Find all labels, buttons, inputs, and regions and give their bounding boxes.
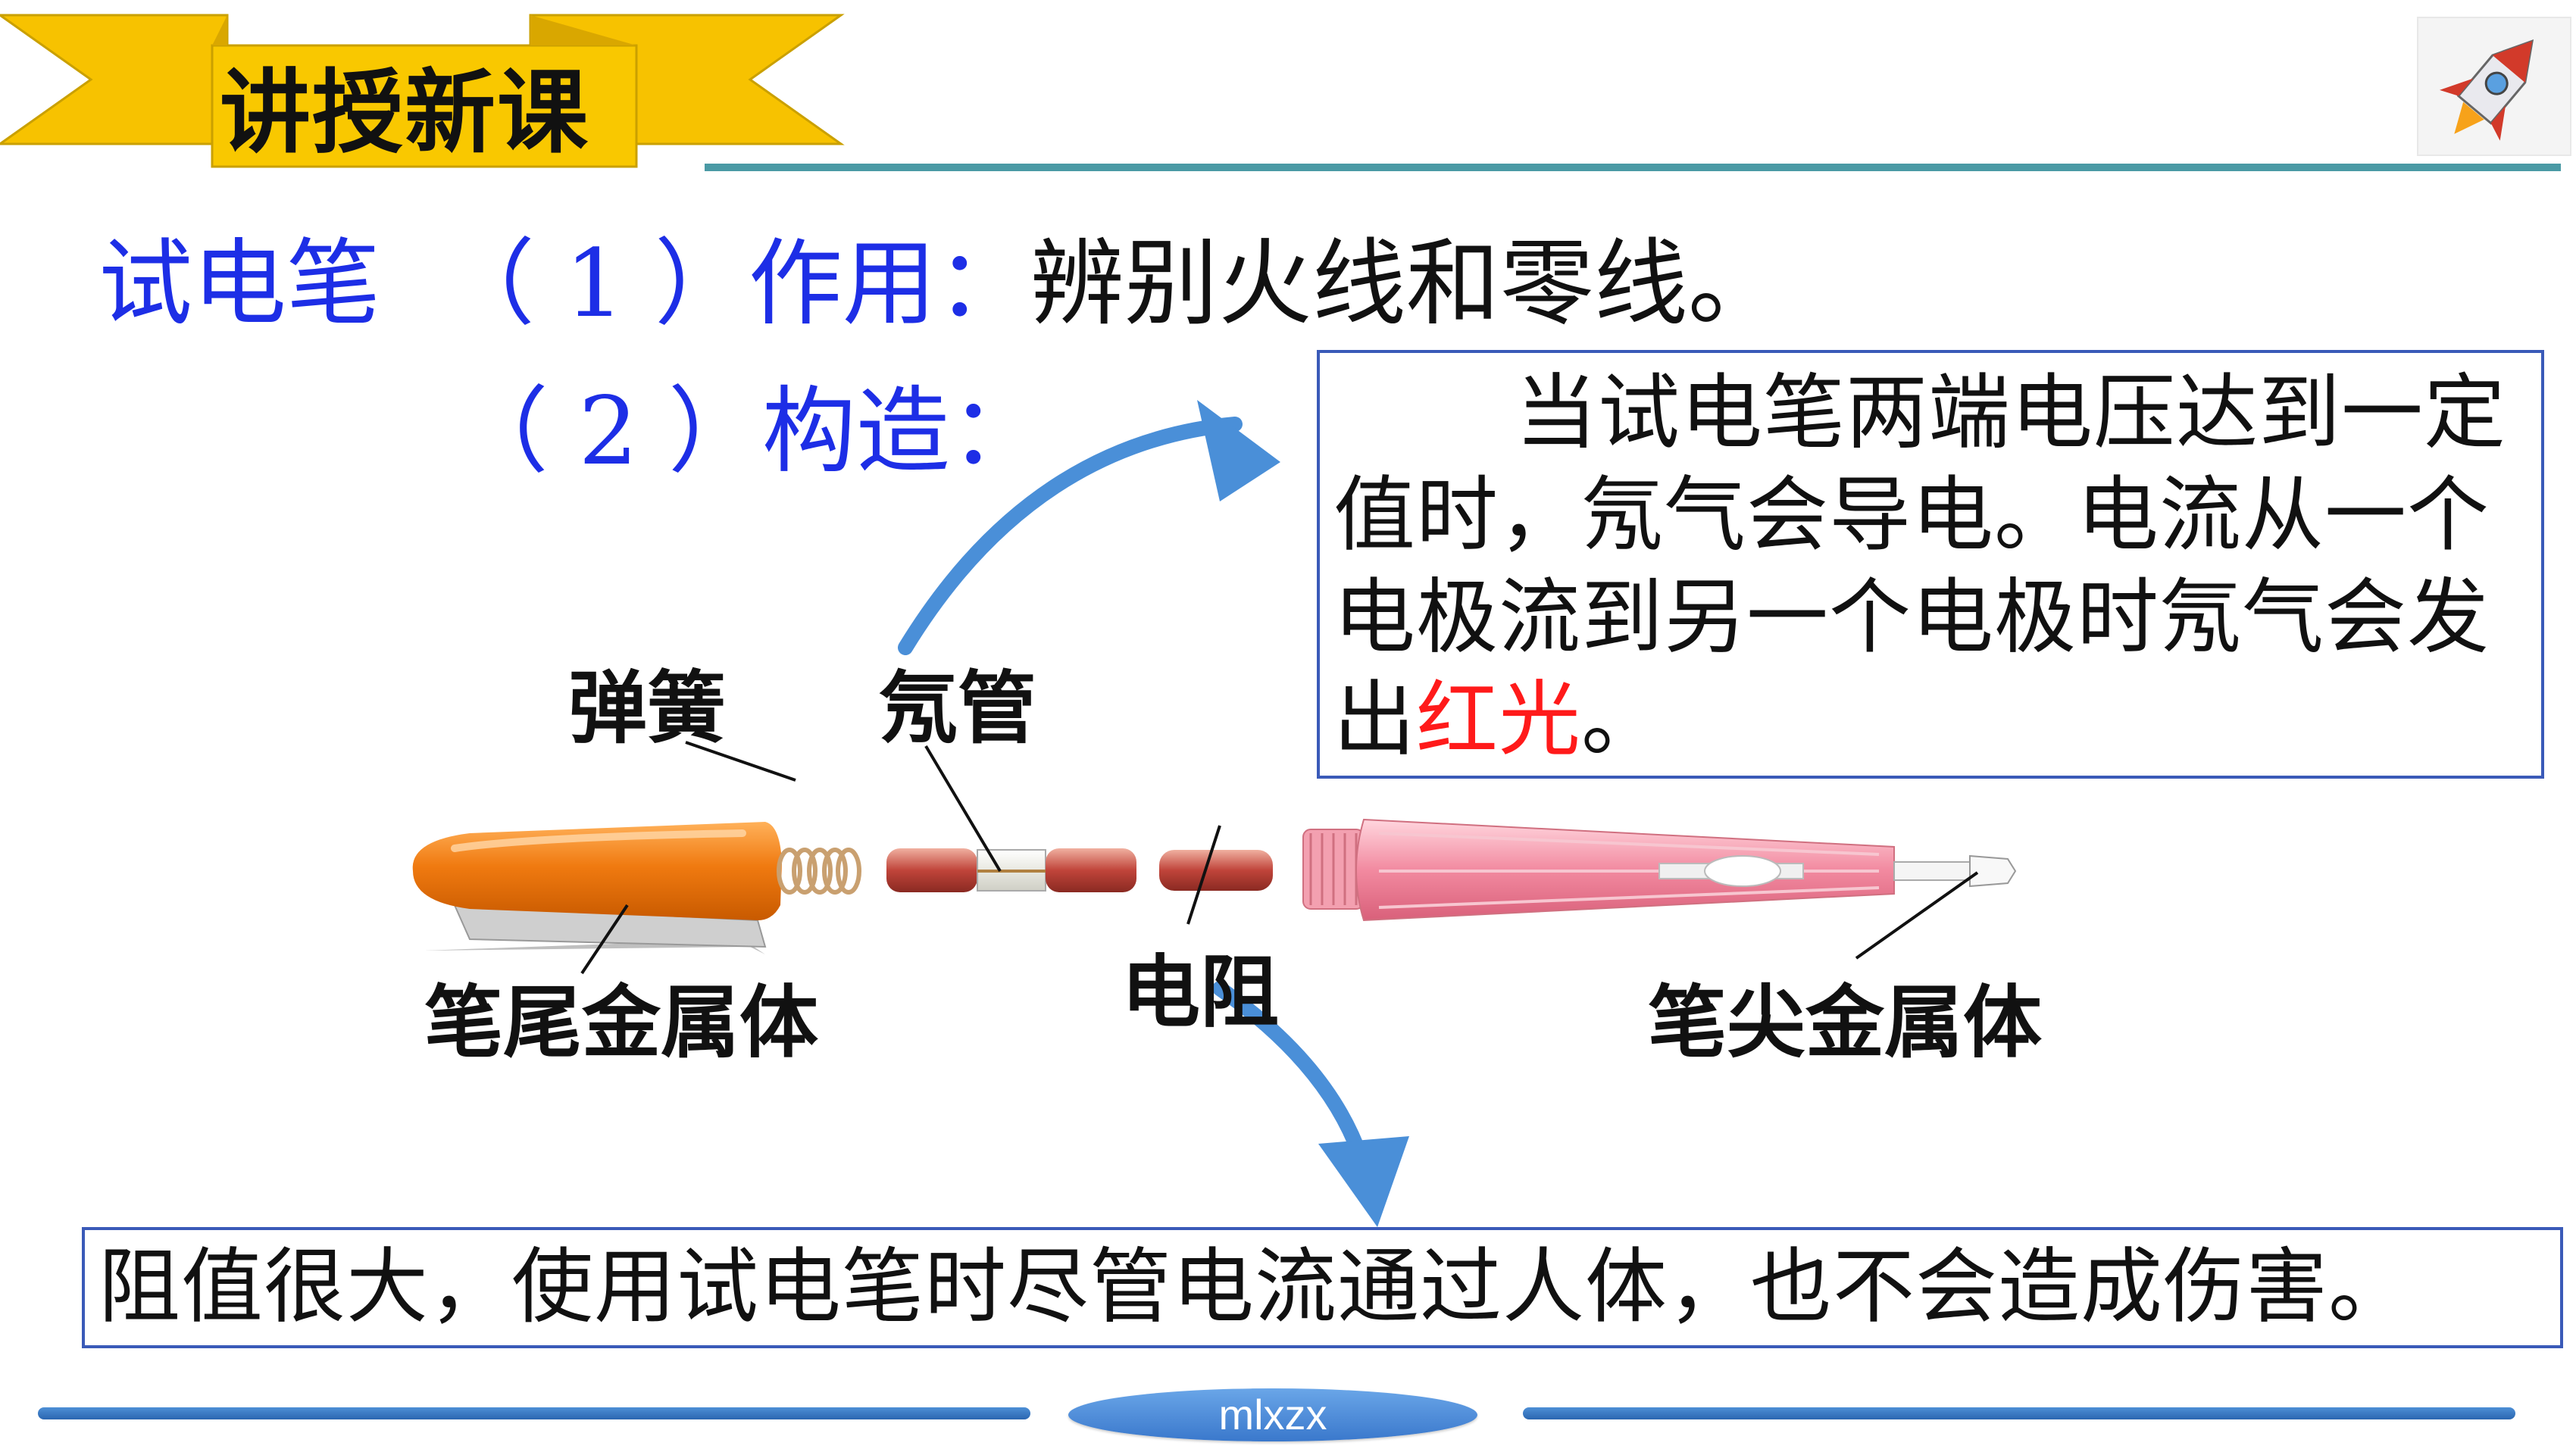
explanation-body: 当试电笔两端电压达到一定值时，氖气会导电。电流从一个电极流到另一个电极时氖气会发… [1333, 366, 2507, 767]
banner-ribbon [0, 14, 845, 168]
rocket-icon[interactable] [2417, 17, 2571, 156]
resistor-note-box [82, 1227, 2563, 1348]
footer-bar-left [38, 1407, 1030, 1419]
item2-number: （ 2 ） [455, 377, 762, 486]
label-resistor: 电阻 [1121, 946, 1280, 1038]
explanation-end: 。 [1581, 673, 1665, 767]
spring [777, 848, 861, 895]
pen-barrel [1302, 818, 2017, 922]
footer-badge [1068, 1388, 1477, 1441]
arrow-to-note [1212, 981, 1409, 1227]
item1-number: （ 1 ） [441, 230, 749, 339]
footer-text: mlxzx [1218, 1391, 1327, 1438]
leader-lines [580, 741, 1979, 975]
header-divider [705, 164, 2561, 171]
label-spring: 弹簧 [568, 662, 727, 754]
explanation-box [1317, 350, 2544, 779]
label-tail-metal: 笔尾金属体 [424, 976, 819, 1069]
item2-key: 构造： [761, 377, 1044, 486]
explanation-highlight: 红光 [1416, 673, 1582, 767]
arrow-to-explanation [898, 400, 1280, 655]
heading-line-2: （ 2 ）构造： [455, 375, 1044, 489]
footer-bar-right [1523, 1407, 2515, 1419]
heading-line-1: 试电笔 （ 1 ）作用：辨别火线和零线。 [98, 227, 1782, 341]
item1-value: 辨别火线和零线。 [1030, 230, 1782, 339]
label-tip-metal: 笔尖金属体 [1648, 976, 2043, 1069]
neon-tube [886, 848, 1136, 892]
resistor [1159, 850, 1273, 891]
resistor-note-text: 阻值很大，使用试电笔时尽管电流通过人体，也不会造成伤害。 [98, 1240, 2412, 1335]
section-title: 讲授新课 [220, 61, 589, 166]
item1-key: 作用： [748, 230, 1030, 339]
label-neon-tube: 氖管 [879, 662, 1037, 754]
subject-label: 试电笔 [98, 230, 381, 339]
explanation-text: 当试电笔两端电压达到一定值时，氖气会导电。电流从一个电极流到另一个电极时氖气会发… [1333, 362, 2538, 771]
pen-tail-cap [412, 822, 782, 954]
